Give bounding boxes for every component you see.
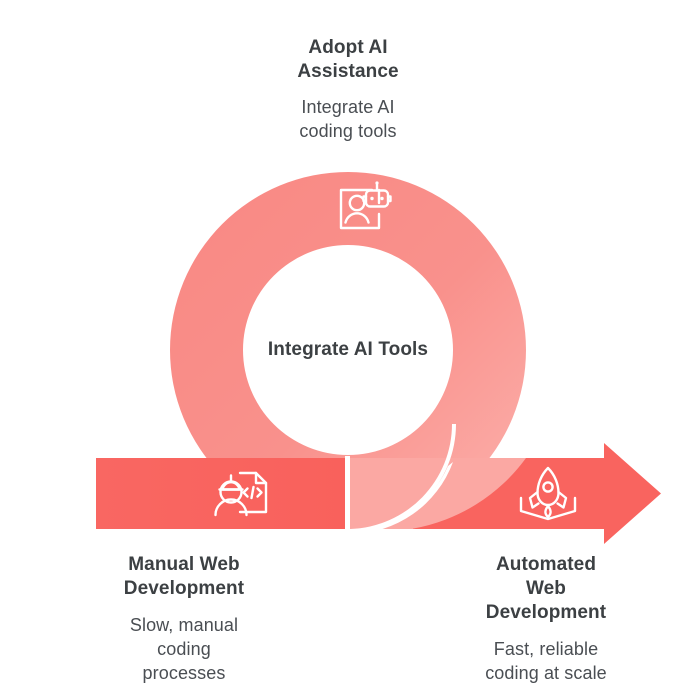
ring-overlay-fill (350, 458, 526, 529)
rocket-launch-icon (519, 466, 577, 521)
ring-center-label: Integrate AI Tools (267, 339, 429, 360)
ring-inner-white-gap (350, 462, 453, 534)
node-manual-web-development-description: Slow, manual coding processes (129, 615, 239, 683)
node-automated-web-development-description: Fast, reliable coding at scale (485, 639, 607, 683)
node-adopt-ai-title: Adopt AI Assistance (297, 37, 399, 82)
cycle-ring-overlay (345, 456, 526, 534)
node-adopt-ai-text: Adopt AI Assistance Integrate AI coding … (248, 36, 448, 143)
person-ai-robot-icon (339, 181, 392, 230)
bar-segment-divider (345, 456, 350, 531)
developer-code-document-icon (214, 471, 268, 517)
node-adopt-ai-description: Integrate AI coding tools (299, 97, 397, 141)
node-manual-web-development-title: Manual Web Development (123, 554, 245, 599)
cycle-ring (170, 172, 526, 528)
node-automated-web-development-text: Automated Web Development Fast, reliable… (446, 553, 646, 685)
node-manual-web-development-text: Manual Web Development Slow, manual codi… (84, 553, 284, 685)
cycle-ring-shape (170, 172, 526, 528)
node-automated-web-development-title: Automated Web Development (485, 554, 607, 623)
